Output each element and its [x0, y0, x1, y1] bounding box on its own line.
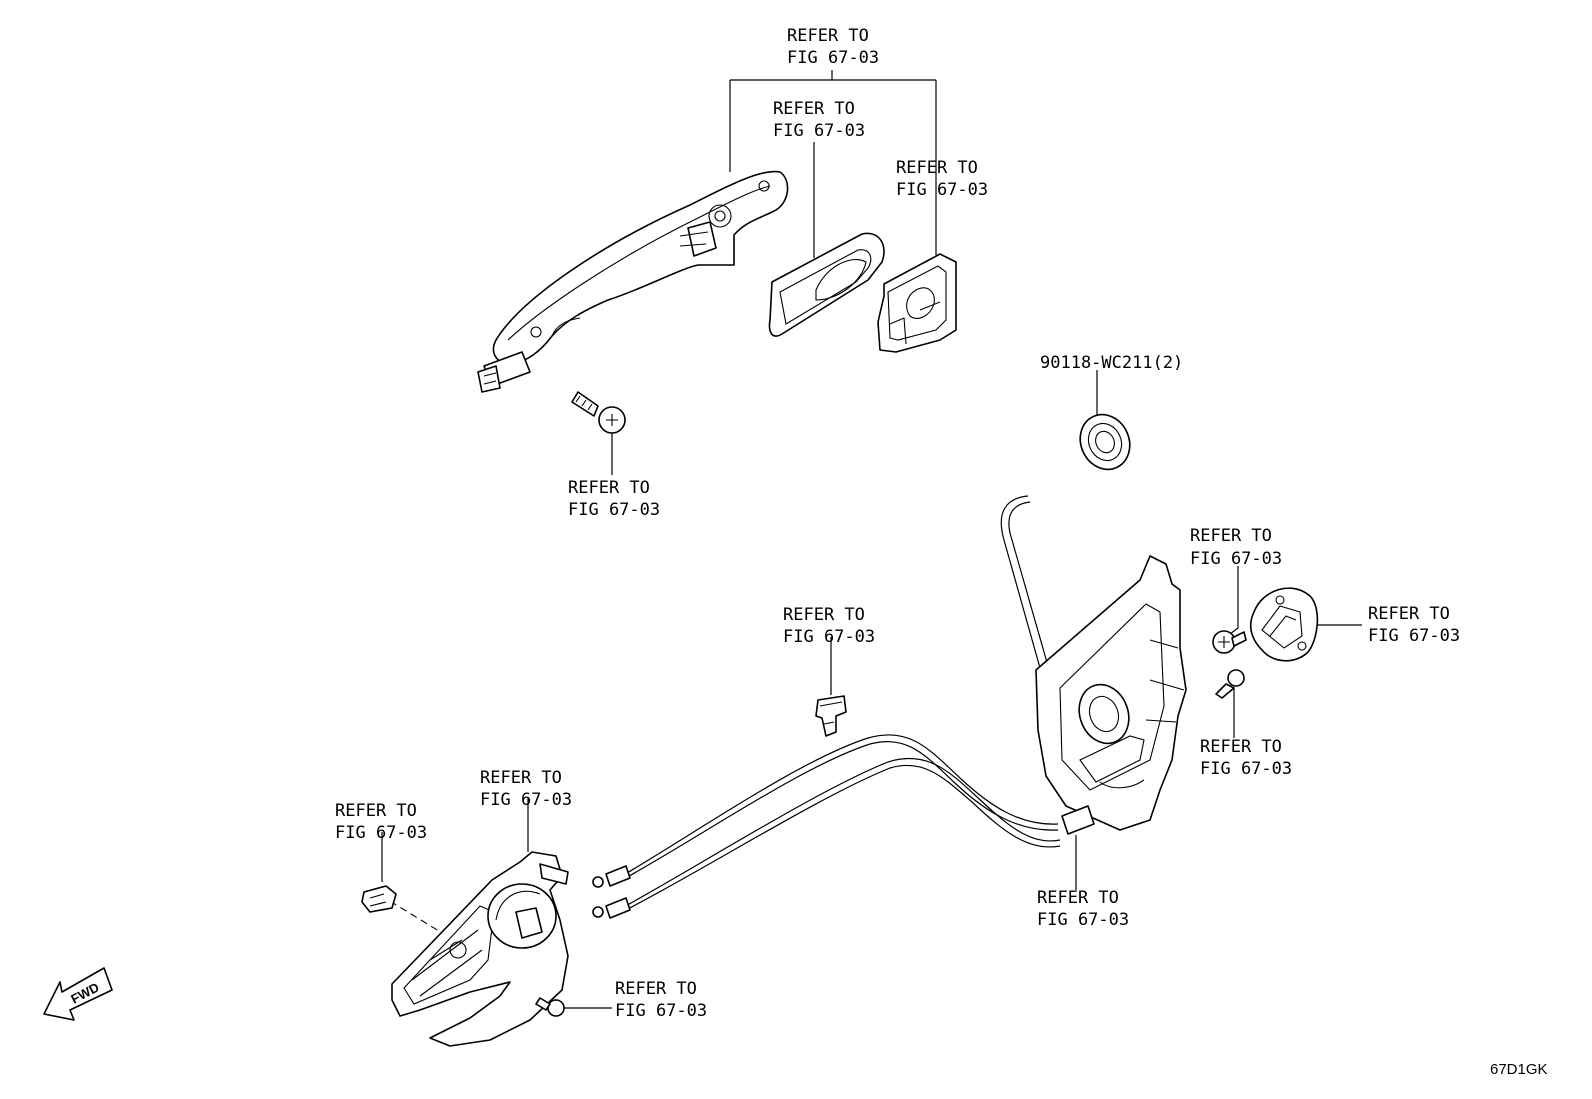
- label-fig-striker: FIG 67-03: [1368, 626, 1460, 646]
- label-refer-inside-screw: REFER TO: [615, 979, 697, 999]
- label-fig-lower-screw: FIG 67-03: [1200, 759, 1292, 779]
- label-part-number-grommet: 90118-WC211(2): [1040, 353, 1183, 373]
- label-fig-gasket: FIG 67-03: [773, 121, 865, 141]
- label-refer-gasket: REFER TO: [773, 99, 855, 119]
- label-fig-top-1: FIG 67-03: [787, 48, 879, 68]
- rod-clip: [815, 695, 847, 737]
- handle-gasket: [768, 232, 885, 337]
- label-refer-top-1: REFER TO: [787, 26, 869, 46]
- label-fig-bolt: FIG 67-03: [568, 500, 660, 520]
- inside-handle-screw: [535, 997, 565, 1017]
- handle-bolt: [571, 391, 626, 434]
- label-fig-cap: FIG 67-03: [335, 823, 427, 843]
- label-refer-striker: REFER TO: [1368, 604, 1450, 624]
- label-fig-lock-cable: FIG 67-03: [1037, 910, 1129, 930]
- label-refer-lock-cable: REFER TO: [1037, 888, 1119, 908]
- label-refer-striker-screw: REFER TO: [1190, 526, 1272, 546]
- lower-screw: [1215, 669, 1245, 699]
- inside-door-handle: [391, 851, 569, 1047]
- label-refer-lower-screw: REFER TO: [1200, 737, 1282, 757]
- grommet: [1079, 413, 1131, 471]
- figure-code: 67D1GK: [1490, 1061, 1548, 1078]
- label-fig-inside-handle: FIG 67-03: [480, 790, 572, 810]
- label-fig-striker-screw: FIG 67-03: [1190, 549, 1282, 569]
- handle-cap: [361, 885, 397, 913]
- label-refer-inside-handle: REFER TO: [480, 768, 562, 788]
- label-refer-rod-clip: REFER TO: [783, 605, 865, 625]
- handle-frame: [877, 253, 957, 353]
- outside-door-handle: [477, 170, 789, 393]
- door-lock-assembly: [1035, 555, 1187, 835]
- label-fig-frame: FIG 67-03: [896, 180, 988, 200]
- lock-rod: [1000, 495, 1049, 669]
- label-refer-frame: REFER TO: [896, 158, 978, 178]
- label-fig-rod-clip: FIG 67-03: [783, 627, 875, 647]
- lock-cables: [592, 734, 1061, 919]
- label-fig-inside-screw: FIG 67-03: [615, 1001, 707, 1021]
- label-refer-cap: REFER TO: [335, 801, 417, 821]
- striker-screw: [1212, 630, 1247, 654]
- label-refer-bolt: REFER TO: [568, 478, 650, 498]
- door-lock-striker: [1249, 587, 1319, 662]
- fwd-arrow-icon: FWD: [43, 967, 113, 1021]
- callout-labels: REFER TO FIG 67-03 REFER TO FIG 67-03 RE…: [335, 26, 1548, 1078]
